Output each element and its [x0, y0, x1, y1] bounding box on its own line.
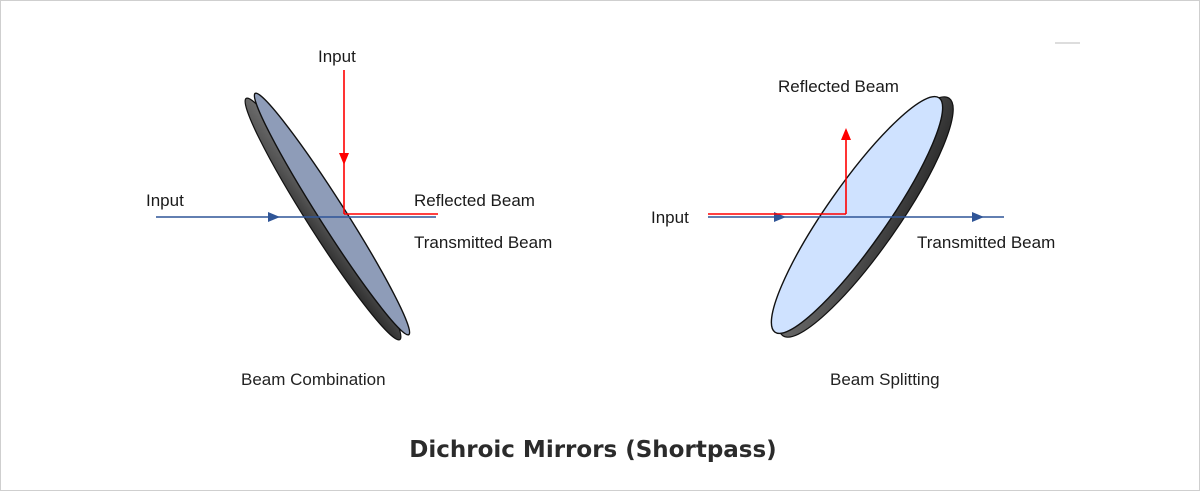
right-caption: Beam Splitting: [830, 370, 940, 389]
left-blue-arrowhead: [268, 212, 280, 222]
right-panel: Reflected Beam Input Transmitted Beam Be…: [651, 77, 1055, 389]
left-input-left-label: Input: [146, 191, 184, 210]
right-reflected-label: Reflected Beam: [778, 77, 899, 96]
left-mirror-face: [253, 92, 411, 336]
left-transmitted-label: Transmitted Beam: [414, 233, 552, 252]
right-red-arrowhead: [841, 128, 851, 140]
left-input-top-label: Input: [318, 47, 356, 66]
right-input-label: Input: [651, 208, 689, 227]
right-transmitted-label: Transmitted Beam: [917, 233, 1055, 252]
left-caption: Beam Combination: [241, 370, 386, 389]
right-mirror-face: [770, 95, 944, 335]
figure-title: Dichroic Mirrors (Shortpass): [409, 437, 776, 463]
left-reflected-label: Reflected Beam: [414, 191, 535, 210]
left-red-arrowhead: [339, 153, 349, 165]
left-panel: Input Input Reflected Beam Transmitted B…: [146, 47, 552, 389]
right-blue-arrowhead-2: [972, 212, 984, 222]
